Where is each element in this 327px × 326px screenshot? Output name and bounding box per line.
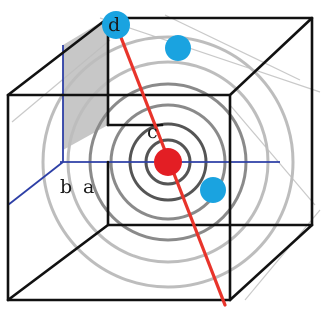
- edge-bottom-right: [228, 223, 314, 302]
- edge-top-left: [6, 16, 110, 97]
- edge-top-right: [228, 16, 314, 97]
- cube-edges: [6, 16, 314, 302]
- faint-line: [229, 104, 316, 206]
- label-d: d: [108, 14, 120, 36]
- label-a: a: [83, 176, 94, 198]
- atom-d: [102, 11, 130, 39]
- label-b: b: [60, 176, 72, 198]
- shaded-face: [63, 18, 108, 150]
- atom-center: [154, 148, 182, 176]
- ring-outer: [41, 35, 295, 289]
- blue-diagonal-line: [7, 161, 64, 206]
- atom-blue-top: [165, 35, 191, 61]
- faint-line: [244, 209, 321, 301]
- atom-blue-right: [200, 177, 226, 203]
- edge-bottom-left: [6, 223, 110, 302]
- faint-lines: [11, 14, 321, 301]
- label-c: c: [147, 121, 158, 143]
- faint-line: [99, 17, 321, 93]
- faint-line: [164, 14, 301, 81]
